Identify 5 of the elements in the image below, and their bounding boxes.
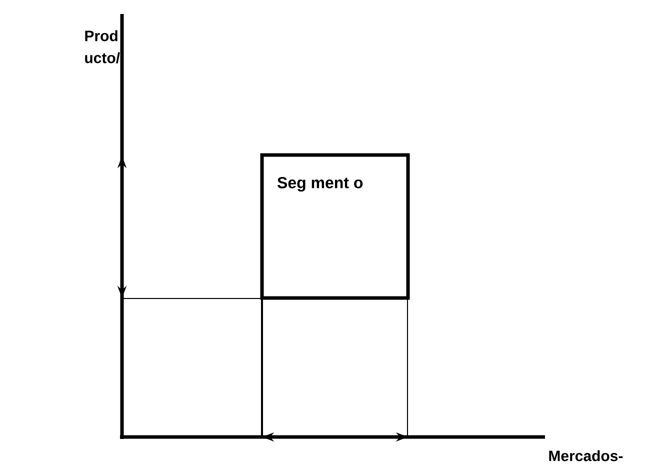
axis-label: Mercados- — [549, 450, 623, 462]
axis-label: Prod ucto/ — [85, 30, 120, 64]
segment-box: Seg ment o — [260, 153, 410, 300]
grid-cell — [122, 298, 262, 437]
grid-cell — [262, 298, 408, 437]
